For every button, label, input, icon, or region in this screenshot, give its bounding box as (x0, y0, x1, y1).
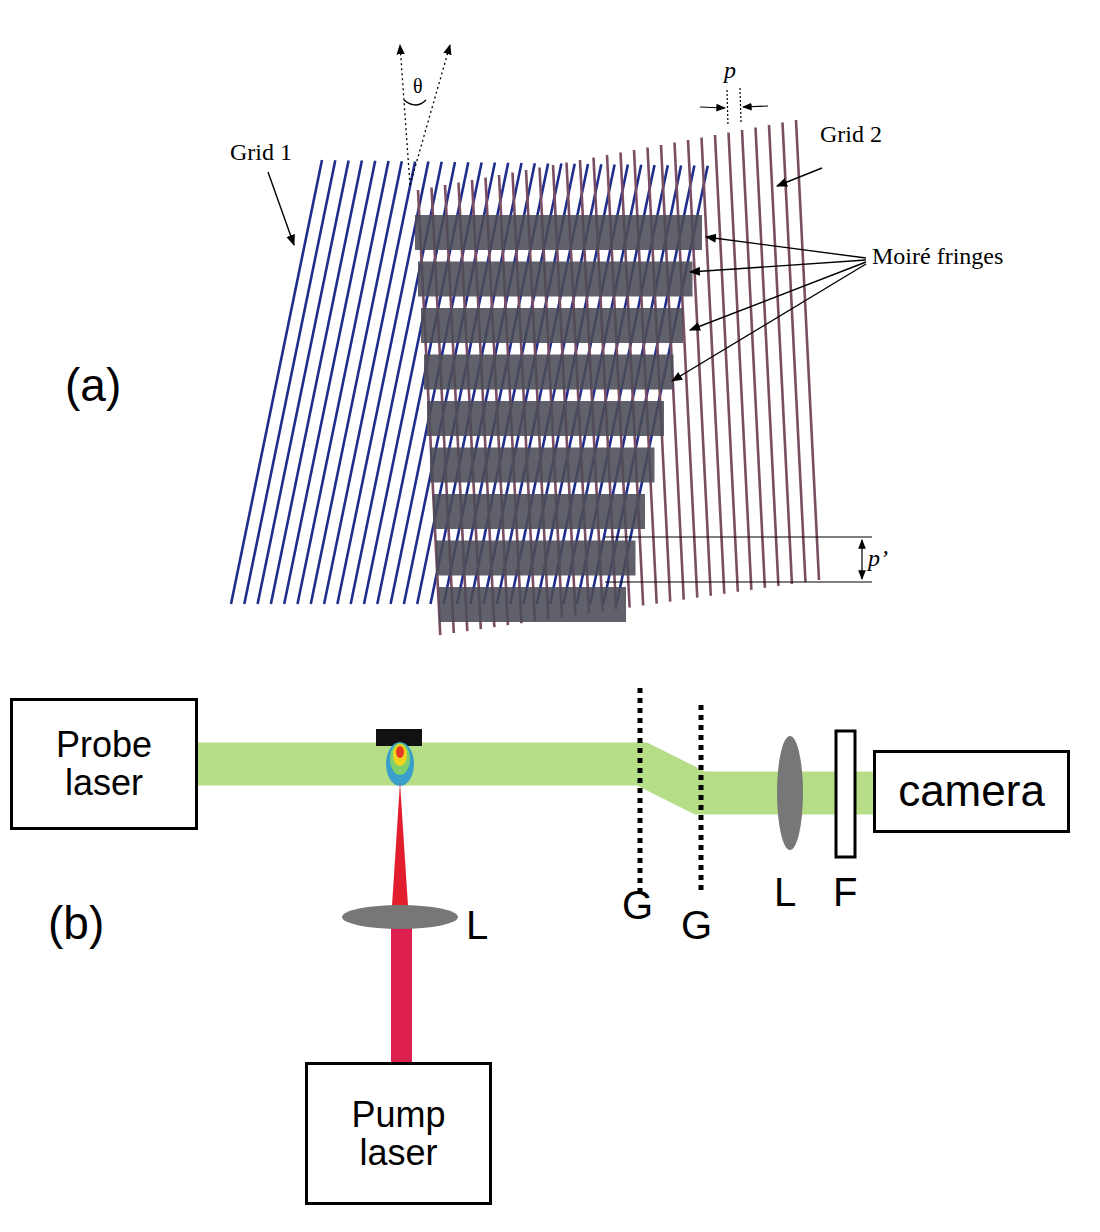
device-box: camera (873, 750, 1070, 833)
angle-rays (400, 45, 450, 185)
fringe-bar (427, 401, 664, 436)
fringe-bar (421, 308, 683, 343)
grid-line (742, 130, 765, 588)
grid-line (231, 160, 322, 604)
grid-line (337, 162, 428, 604)
focused-pump-beam (392, 782, 408, 906)
text-label: Grid 2 (820, 122, 882, 146)
text-label: p’ (868, 546, 888, 570)
moire-fringes (415, 215, 702, 622)
grid-1 (638, 688, 643, 895)
grid-line (702, 138, 725, 594)
device-box: Probe laser (10, 698, 198, 830)
grid-2 (699, 705, 704, 895)
grid-line (298, 161, 389, 604)
grid-line (729, 133, 752, 590)
fringe-pitch-dimension (605, 537, 872, 582)
fringe-bar (415, 215, 702, 250)
grid-line (271, 161, 362, 604)
imaging-lens (777, 736, 803, 850)
text-label: G (681, 905, 712, 945)
text-label: G (622, 885, 653, 925)
grid-line (688, 140, 711, 596)
text-label: L (774, 872, 796, 912)
grid-2-lines (418, 120, 819, 635)
grid-line (311, 161, 402, 604)
text-label: (b) (48, 900, 104, 946)
device-box: Pump laser (305, 1062, 492, 1205)
leader-arrows (268, 168, 866, 381)
text-label: (a) (65, 362, 121, 408)
grid-line (675, 143, 698, 598)
device-label: camera (898, 768, 1045, 814)
text-label: Grid 1 (230, 140, 292, 164)
device-label: Probe laser (13, 726, 195, 802)
pitch-dimension (700, 88, 768, 125)
grid-line (783, 123, 806, 582)
text-label: p (724, 58, 736, 82)
probe-beam (198, 764, 873, 793)
fringe-bar (433, 494, 645, 529)
grid-line (769, 125, 792, 584)
grid-line (258, 160, 349, 604)
fringe-bar (439, 587, 626, 622)
pump-beam (391, 928, 412, 1062)
fringe-bar (424, 355, 674, 390)
filter (836, 731, 855, 857)
grid-line (756, 128, 779, 586)
text-label: L (466, 905, 488, 945)
text-label: Moiré fringes (872, 244, 1003, 268)
grid-line (324, 161, 415, 604)
text-label: F (833, 872, 857, 912)
grid-line (284, 161, 375, 604)
fringe-bar (436, 541, 636, 576)
grid-line (796, 120, 819, 580)
grid-line (715, 135, 738, 592)
plasma-plume (386, 742, 414, 786)
pump-lens (342, 905, 458, 929)
device-label: Pump laser (308, 1096, 489, 1172)
fringe-bar (418, 262, 693, 297)
grid-line (244, 160, 335, 604)
text-label: θ (413, 76, 423, 96)
fringe-bar (430, 448, 655, 483)
